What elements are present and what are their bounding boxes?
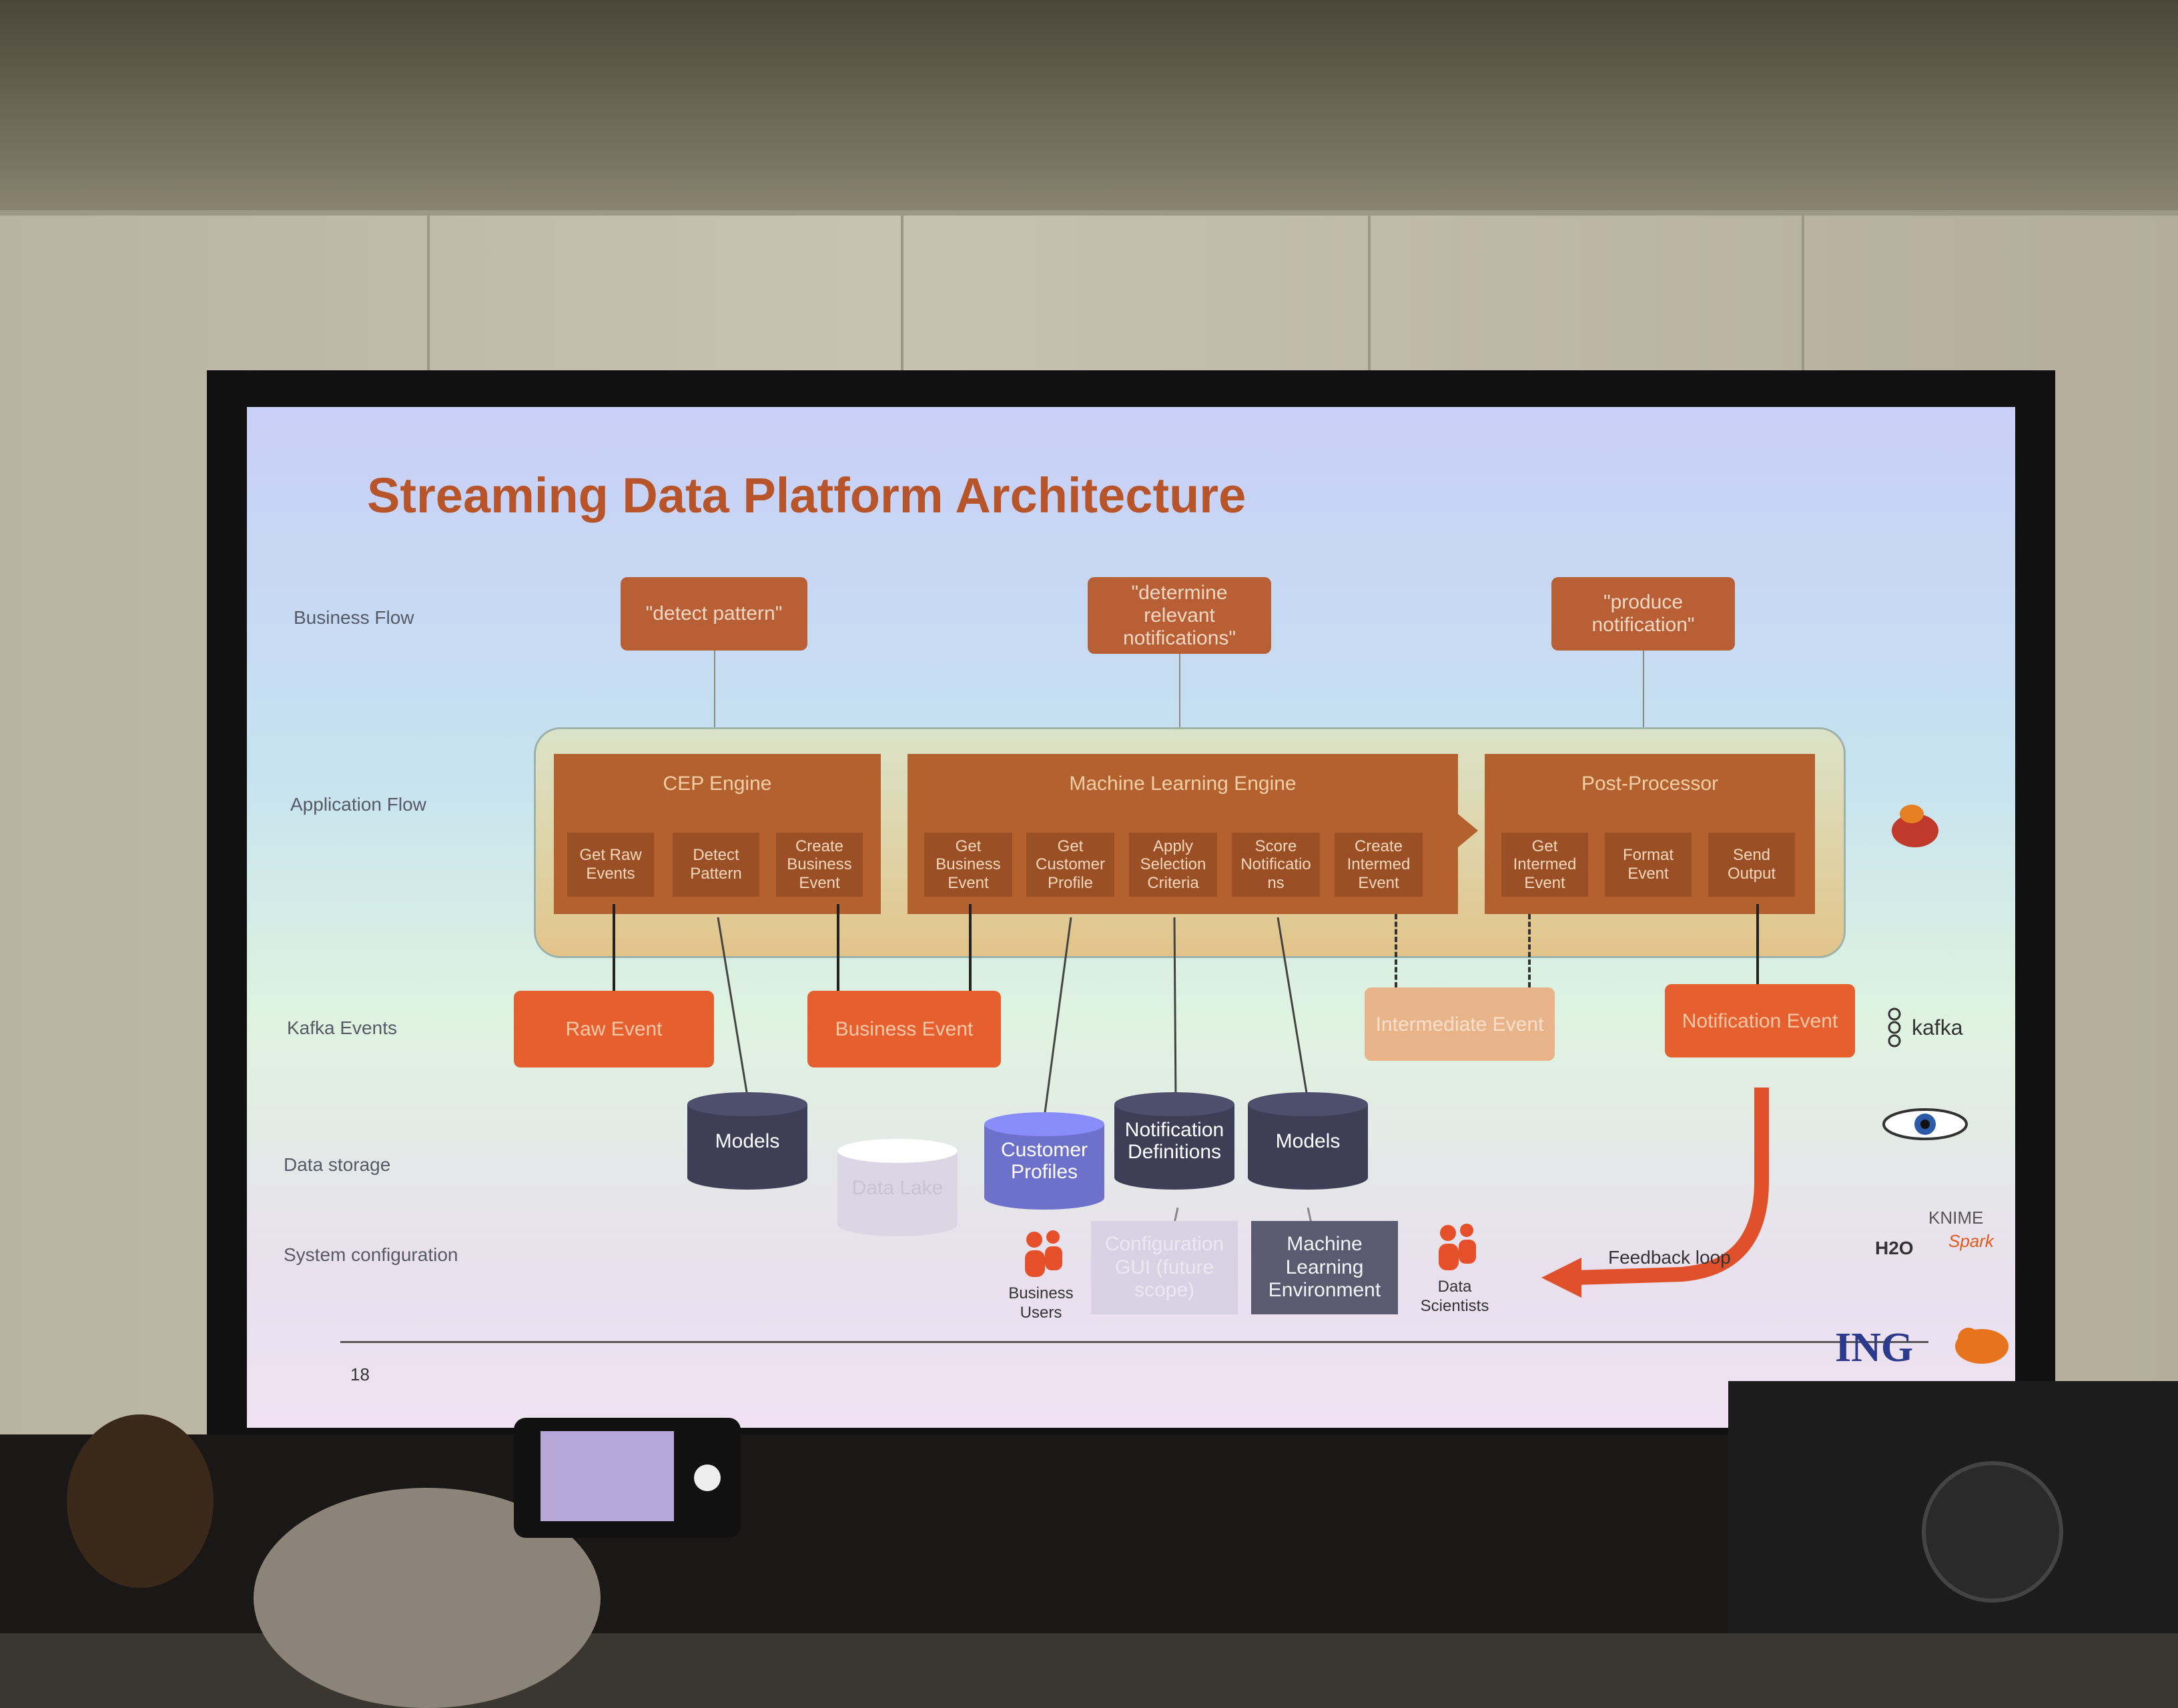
ing-lion-icon [1955, 1328, 2009, 1364]
step-get-intermed-event: Get Intermed Event [1501, 833, 1588, 897]
presentation-slide: Streaming Data Platform Architecture Bus… [247, 407, 2015, 1428]
wall-seam [901, 214, 903, 380]
data-scientists-label: Data Scientists [1420, 1278, 1489, 1315]
db-models-1: Models [687, 1104, 807, 1190]
knime-logo-text: KNIME [1928, 1208, 1984, 1228]
arrow-ml-to-intermediate [1395, 914, 1397, 987]
step-create-intermed-event: Create Intermed Event [1335, 833, 1423, 897]
slide-title: Streaming Data Platform Architecture [367, 468, 1246, 523]
row-label-data-storage: Data storage [284, 1154, 391, 1175]
business-users-label: Business Users [1008, 1284, 1074, 1322]
machine-learning-engine: Machine Learning Engine Get Business Eve… [908, 754, 1458, 914]
arrow-cep-to-business [837, 904, 839, 991]
ml-engine-title: Machine Learning Engine [1069, 773, 1297, 795]
step-get-raw-events: Get Raw Events [567, 833, 654, 897]
row-label-system-configuration: System configuration [284, 1244, 458, 1265]
phone-shutter-button [694, 1464, 721, 1491]
arrow-raw-to-cep [613, 904, 615, 991]
connector-line [1179, 654, 1180, 751]
apache-flink-icon [1892, 805, 1938, 847]
step-get-customer-profile: Get Customer Profile [1026, 833, 1114, 897]
wall-seam [0, 210, 2178, 216]
wall-seam [1368, 214, 1371, 380]
connector-line [1643, 651, 1644, 751]
cep-engine: CEP Engine Get Raw Events Detect Pattern… [554, 754, 881, 914]
kafka-intermediate-event: Intermediate Event [1365, 987, 1555, 1061]
wall-seam [1802, 214, 1804, 380]
db-models-2: Models [1248, 1104, 1368, 1190]
audience-head-left [67, 1414, 214, 1588]
business-flow-detect-pattern: "detect pattern" [621, 577, 807, 651]
business-users-icon [1025, 1230, 1062, 1277]
ml-environment-box: Machine Learning Environment [1251, 1221, 1398, 1314]
row-label-business-flow: Business Flow [294, 607, 414, 628]
db-customer-profiles: Customer Profiles [984, 1124, 1104, 1210]
post-processor: Post-Processor Get Intermed Event Format… [1485, 754, 1815, 914]
kafka-notification-event: Notification Event [1665, 984, 1855, 1057]
business-flow-determine-notifications: "determine relevant notifications" [1088, 577, 1271, 654]
slide-footer-line [340, 1341, 1928, 1343]
eye-logo-icon [1882, 1108, 1968, 1140]
arrow-post-to-notification [1756, 904, 1759, 984]
business-flow-produce-notification: "produce notification" [1551, 577, 1735, 651]
ing-logo-text: ING [1835, 1325, 1914, 1370]
kafka-logo-text: kafka [1912, 1015, 1963, 1039]
cep-engine-title: CEP Engine [663, 773, 772, 795]
step-send-output: Send Output [1708, 833, 1795, 897]
db-data-lake: Data Lake [837, 1151, 958, 1236]
projector-equipment [1728, 1381, 2178, 1633]
db-notification-definitions: Notification Definitions [1114, 1104, 1234, 1190]
feedback-loop-arrow-icon [1541, 1088, 1769, 1298]
flow-arrow-icon [1458, 814, 1478, 847]
feedback-loop-label: Feedback loop [1608, 1247, 1731, 1268]
kafka-business-event: Business Event [807, 991, 1001, 1068]
row-label-application-flow: Application Flow [290, 794, 426, 815]
spark-logo-text: Spark [1948, 1231, 1994, 1251]
h2o-logo-text: H2O [1875, 1238, 1914, 1258]
kafka-icon [1888, 1007, 1901, 1047]
step-format-event: Format Event [1605, 833, 1692, 897]
audience-phone [514, 1418, 741, 1538]
room-ceiling [0, 0, 2178, 214]
connector-line [714, 651, 715, 751]
step-create-business-event: Create Business Event [776, 833, 863, 897]
arrow-business-to-ml [969, 904, 972, 991]
step-detect-pattern: Detect Pattern [673, 833, 759, 897]
slide-page-number: 18 [350, 1364, 370, 1384]
wall-seam [427, 214, 430, 380]
row-label-kafka-events: Kafka Events [287, 1017, 397, 1038]
kafka-raw-event: Raw Event [514, 991, 714, 1068]
projector-fan [1922, 1461, 2063, 1603]
step-apply-selection-criteria: Apply Selection Criteria [1129, 833, 1217, 897]
post-processor-title: Post-Processor [1581, 773, 1719, 795]
step-score-notifications: Score Notificatio ns [1232, 833, 1320, 897]
phone-screen [540, 1431, 674, 1521]
step-get-business-event: Get Business Event [924, 833, 1012, 897]
config-gui-box: Configuration GUI (future scope) [1091, 1221, 1238, 1314]
arrow-intermediate-to-post [1528, 914, 1531, 987]
data-scientists-icon [1439, 1224, 1476, 1270]
